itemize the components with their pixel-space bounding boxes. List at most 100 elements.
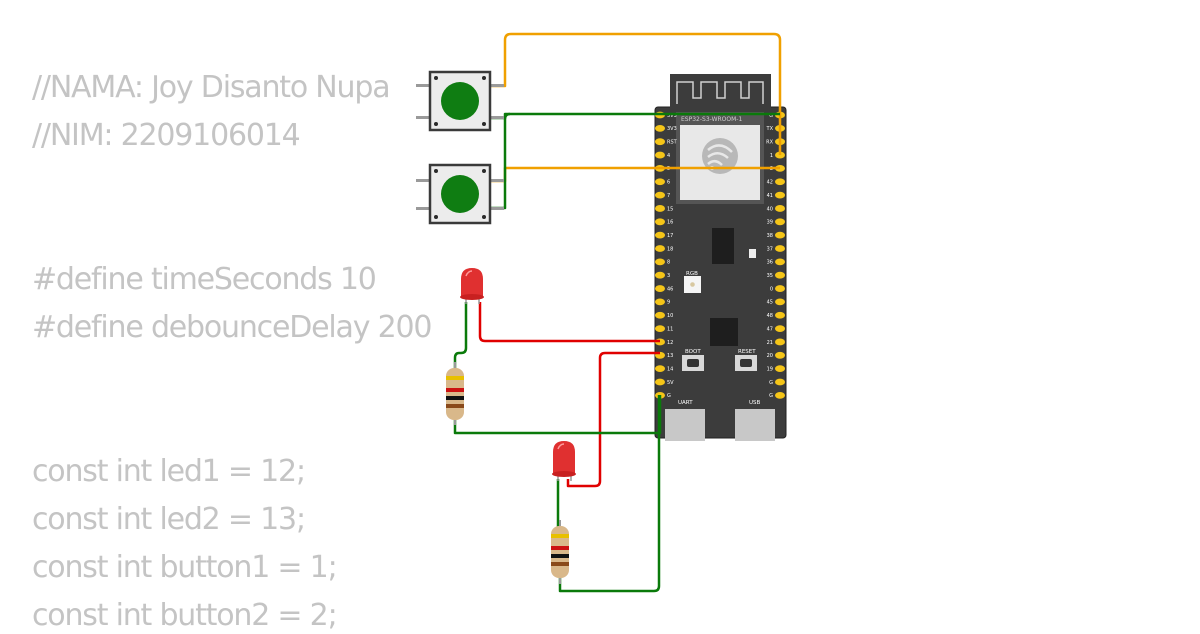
- led-2[interactable]: [552, 441, 576, 481]
- pin-left-5[interactable]: [655, 178, 665, 186]
- pin-left-16[interactable]: [655, 325, 665, 332]
- pin-label-right-0: G: [769, 113, 773, 119]
- pin-right-5[interactable]: [775, 178, 785, 186]
- reset-button[interactable]: [735, 355, 757, 371]
- pin-left-9[interactable]: [655, 231, 665, 239]
- pin-right-20[interactable]: [775, 378, 785, 386]
- pin-label-right-10: 37: [767, 246, 773, 252]
- boot-button[interactable]: [682, 355, 704, 371]
- pin-label-right-8: 39: [767, 220, 773, 226]
- pin-label-left-1: 3V3: [667, 126, 677, 132]
- pushbutton-1[interactable]: [416, 70, 504, 132]
- antenna-trace: [676, 81, 764, 104]
- pin-right-10[interactable]: [775, 245, 785, 252]
- pin-left-6[interactable]: [655, 191, 665, 199]
- pin-right-21[interactable]: [775, 391, 785, 399]
- wire-resistor2-gnd: [558, 395, 661, 593]
- resistor-2[interactable]: [551, 520, 569, 584]
- pushbutton-2[interactable]: [416, 163, 504, 225]
- pin-label-left-18: 13: [667, 353, 673, 359]
- pin-right-9[interactable]: [775, 231, 785, 239]
- pin-label-left-5: 6: [667, 180, 670, 186]
- usb-uart-chip: [710, 318, 738, 346]
- pin-right-12[interactable]: [775, 271, 785, 279]
- pin-label-right-2: RX: [766, 140, 773, 146]
- pin-label-left-8: 16: [667, 220, 673, 226]
- pin-right-8[interactable]: [775, 218, 785, 226]
- pin-left-15[interactable]: [655, 311, 665, 319]
- pin-label-right-5: 42: [767, 180, 773, 186]
- pin-right-15[interactable]: [775, 311, 785, 319]
- pin-right-6[interactable]: [775, 191, 785, 199]
- button1-cap[interactable]: [441, 82, 479, 120]
- pin-right-16[interactable]: [775, 325, 785, 332]
- pin-label-left-14: 9: [667, 300, 670, 306]
- pin-label-left-16: 11: [667, 326, 673, 332]
- pin-label-left-20: 5V: [667, 380, 674, 386]
- button2-cap[interactable]: [441, 175, 479, 213]
- pin-right-13[interactable]: [775, 285, 785, 292]
- pin-right-11[interactable]: [775, 258, 785, 266]
- pin-label-left-15: 10: [667, 313, 673, 319]
- pin-label-left-9: 17: [667, 233, 673, 239]
- usb-label: USB: [749, 400, 761, 406]
- esp32-s3-board[interactable]: ESP32-S3-WROOM-1 RGB BOOT RESET UART USB: [654, 74, 787, 441]
- pin-left-8[interactable]: [655, 218, 665, 226]
- pin-label-right-6: 41: [767, 193, 773, 199]
- led-1[interactable]: [460, 268, 484, 304]
- wires: [453, 32, 782, 593]
- wire-button2-gnd: [491, 112, 511, 210]
- boot-label: BOOT: [685, 349, 701, 355]
- pin-left-11[interactable]: [655, 258, 665, 266]
- pin-left-14[interactable]: [655, 298, 665, 306]
- wire-resistor1-gnd: [453, 395, 662, 435]
- usb-port[interactable]: [735, 409, 775, 441]
- pin-label-left-19: 14: [667, 366, 673, 372]
- pin-right-19[interactable]: [775, 365, 785, 373]
- pin-label-right-14: 45: [767, 300, 773, 306]
- pin-right-17[interactable]: [775, 338, 785, 346]
- smd-part: [749, 249, 756, 258]
- uart-port[interactable]: [665, 409, 705, 441]
- pin-left-13[interactable]: [655, 285, 665, 292]
- pin-label-right-18: 20: [767, 353, 773, 359]
- pin-label-right-17: 21: [767, 340, 773, 346]
- pin-label-right-19: 19: [767, 366, 773, 372]
- pin-label-left-6: 7: [667, 193, 670, 199]
- pin-label-right-7: 40: [767, 206, 773, 212]
- pin-label-left-11: 8: [667, 260, 670, 266]
- pin-label-left-3: 4: [667, 153, 670, 159]
- pin-label-right-9: 38: [767, 233, 773, 239]
- pin-left-20[interactable]: [655, 378, 665, 386]
- pin-label-left-2: RST: [667, 140, 678, 146]
- pin-right-3[interactable]: [775, 151, 785, 159]
- pin-left-12[interactable]: [655, 271, 665, 279]
- code-line-define-time: #define timeSeconds 10: [32, 262, 377, 297]
- module-label: ESP32-S3-WROOM-1: [681, 116, 742, 123]
- pin-left-2[interactable]: [655, 138, 665, 146]
- pin-label-right-15: 48: [767, 313, 773, 319]
- pin-label-right-1: TX: [766, 126, 774, 132]
- pin-label-left-13: 46: [667, 286, 673, 292]
- pin-left-1[interactable]: [655, 124, 665, 132]
- resistor-1[interactable]: [446, 362, 464, 425]
- rgb-label: RGB: [686, 271, 698, 277]
- pin-left-7[interactable]: [655, 205, 665, 212]
- pin-left-3[interactable]: [655, 151, 665, 159]
- pin-label-right-21: G: [769, 393, 773, 399]
- pin-right-18[interactable]: [775, 351, 785, 359]
- wire-button1-pin1: [491, 32, 782, 155]
- pin-left-10[interactable]: [655, 245, 665, 252]
- pin-right-14[interactable]: [775, 298, 785, 306]
- code-line-button1: const int button1 = 1;: [32, 550, 338, 585]
- wire-led2-pin13: [566, 351, 660, 488]
- pin-label-left-7: 15: [667, 206, 673, 212]
- pin-left-19[interactable]: [655, 365, 665, 373]
- code-line-button2: const int button2 = 2;: [32, 598, 338, 633]
- pin-label-right-3: 1: [770, 153, 773, 159]
- pin-right-7[interactable]: [775, 205, 785, 212]
- pin-label-left-12: 3: [667, 273, 670, 279]
- pin-label-left-17: 12: [667, 340, 673, 346]
